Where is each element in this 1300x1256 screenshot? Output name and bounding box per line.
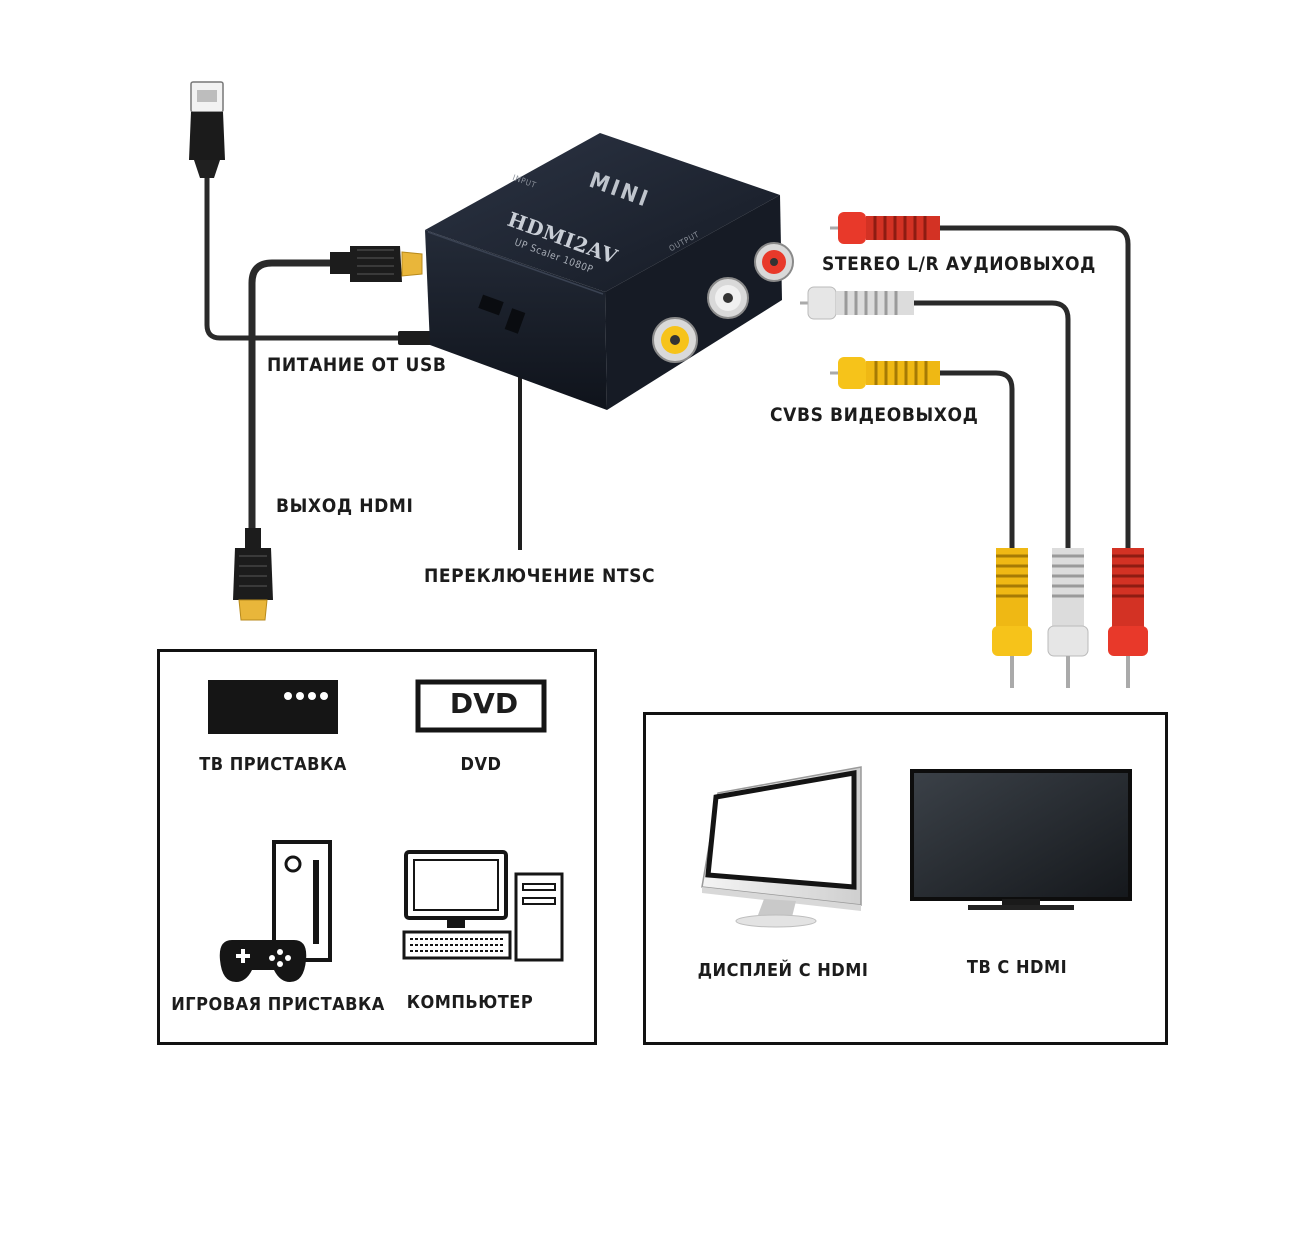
dvd-label: DVD [460,754,502,775]
converter-box [425,133,794,410]
rca-jack-red [754,242,794,282]
dvd-icon [415,679,547,733]
hdmi-out-label: ВЫХОД HDMI [276,495,414,517]
tv-box-icon [208,680,338,734]
tv-hdmi-label: ТВ С HDMI [966,957,1068,978]
sources-panel: DVD ТВ ПРИСТАВКА DVD ИГРОВАЯ ПРИСТАВКА К… [157,649,597,1045]
monitor-icon [701,766,862,928]
computer-icon [402,850,564,962]
tv-icon [910,769,1132,910]
rca-jack-white [707,277,749,319]
rca-cable-white [800,286,1089,688]
usb-cable [189,81,453,345]
tv-box-label: ТВ ПРИСТАВКА [199,754,347,775]
hdmi-cable [233,246,423,621]
sources-icons [208,679,564,982]
monitor-label: ДИСПЛЕЙ С HDMI [697,960,869,981]
rca-cable-yellow [830,357,1032,688]
video-out-label: CVBS ВИДЕОВЫХОД [770,404,979,426]
ntsc-switch-label: ПЕРЕКЛЮЧЕНИЕ NTSC [424,565,656,587]
rca-jack-yellow [652,317,698,363]
displays-panel: ДИСПЛЕЙ С HDMI ТВ С HDMI [643,712,1168,1045]
game-console-icon [219,840,332,982]
game-console-label: ИГРОВАЯ ПРИСТАВКА [171,994,385,1015]
dvd-badge-text: DVD [449,687,519,720]
rca-cable-red [830,212,1148,688]
usb-power-label: ПИТАНИЕ ОТ USB [267,354,447,376]
computer-label: КОМПЬЮТЕР [406,992,534,1013]
audio-out-label: STEREO L/R АУДИОВЫХОД [822,253,1096,275]
displays-icons [701,766,1132,928]
